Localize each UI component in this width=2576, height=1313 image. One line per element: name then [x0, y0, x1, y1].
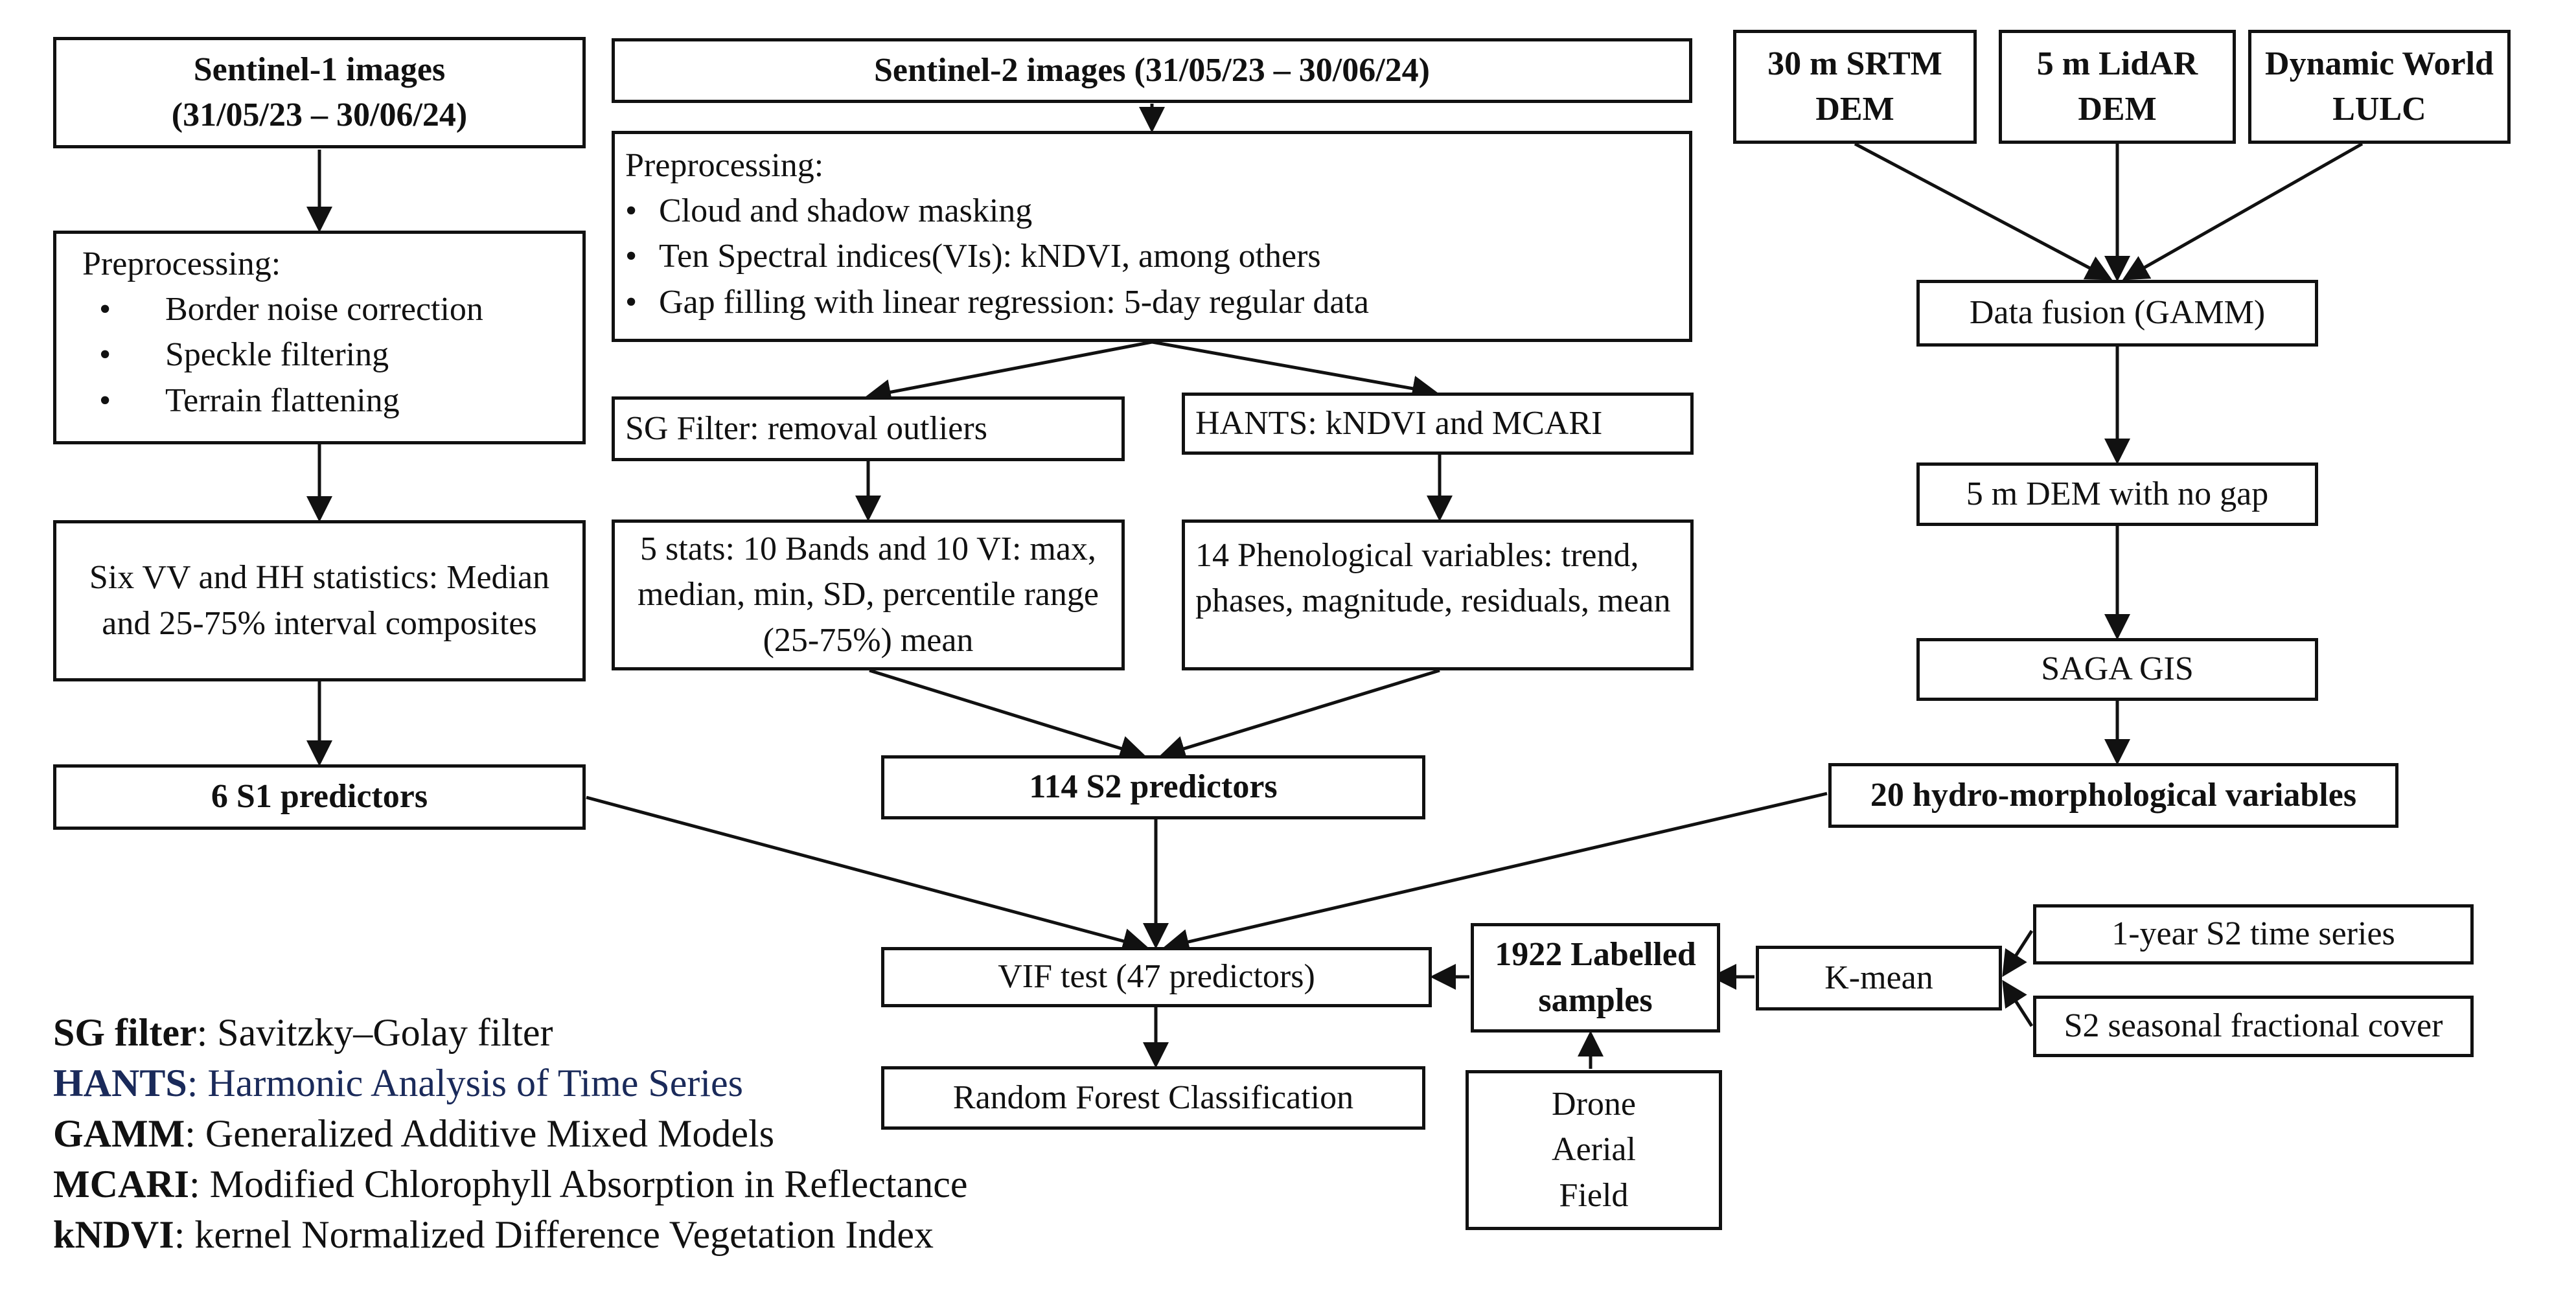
arrow-stats-to-s2-predictors [869, 668, 1146, 761]
legend-term: GAMM [53, 1112, 185, 1155]
legend-row-hants: HANTS: Harmonic Analysis of Time Series [53, 1058, 967, 1108]
srtm-line-2: DEM [1815, 91, 1894, 128]
sentinel-2-images-box: Sentinel-2 images (31/05/23 – 30/06/24) [612, 38, 1692, 103]
legend-term: SG filter [53, 1011, 197, 1054]
list-item: Border noise correction [82, 287, 572, 332]
arrow-phenology-to-s2-predictors [1159, 668, 1440, 761]
labelled-samples-label: 1922 Labelled samples [1495, 936, 1696, 1019]
k-mean-label: K-mean [1824, 959, 1933, 996]
s1-statistics-label: Six VV and HH statistics: Median and 25-… [89, 559, 550, 642]
arrow-srtm-to-fusion [1854, 142, 2113, 280]
s2-time-series-box: 1-year S2 time series [2033, 904, 2474, 965]
s2-predictors-box: 114 S2 predictors [881, 755, 1425, 819]
legend-definition: : Modified Chlorophyll Absorption in Ref… [189, 1163, 968, 1205]
aerial-line: Aerial [1552, 1131, 1636, 1169]
srtm-line-1: 30 m SRTM [1767, 45, 1942, 82]
saga-gis-label: SAGA GIS [2041, 650, 2194, 688]
arrow-s2-preproc-to-hants [1151, 340, 1438, 402]
s1-statistics-box: Six VV and HH statistics: Median and 25-… [53, 520, 586, 681]
list-item: Cloud and shadow masking [625, 188, 1679, 234]
arrow-s1-predictors-to-vif [586, 795, 1149, 954]
legend-term: MCARI [53, 1163, 189, 1205]
s1-images-line-1: Sentinel-1 images [193, 51, 446, 88]
s1-images-line-2: (31/05/23 – 30/06/24) [171, 97, 468, 133]
arrow-hydro-to-vif [1163, 792, 1828, 955]
dynamic-world-line-2: LULC [2332, 91, 2426, 128]
sg-filter-box: SG Filter: removal outliers [612, 396, 1125, 461]
hydro-morphological-label: 20 hydro-morphological variables [1870, 776, 2357, 814]
s2-preprocessing-title: Preprocessing: [625, 147, 824, 184]
s2-images-label: Sentinel-2 images (31/05/23 – 30/06/24) [874, 51, 1430, 89]
lidar-line-1: 5 m LidAR [2036, 45, 2198, 82]
legend-row-mcari: MCARI: Modified Chlorophyll Absorption i… [53, 1159, 967, 1209]
dem-no-gap-label: 5 m DEM with no gap [1966, 475, 2269, 512]
legend-term: kNDVI [53, 1213, 174, 1256]
drone-line: Drone [1552, 1086, 1636, 1123]
list-item: Gap filling with linear regression: 5-da… [625, 280, 1679, 325]
phenological-variables-box: 14 Phenological variables: trend, phases… [1182, 519, 1694, 670]
srtm-dem-box: 30 m SRTM DEM [1733, 30, 1977, 144]
s1-preprocessing-box: Preprocessing: Border noise correction S… [53, 231, 586, 444]
arrow-dynamic-world-to-fusion [2122, 142, 2363, 280]
s2-preprocessing-box: Preprocessing: Cloud and shadow masking … [612, 131, 1692, 342]
sg-filter-label: SG Filter: removal outliers [625, 409, 987, 447]
abbreviation-legend: SG filter: Savitzky–Golay filter HANTS: … [53, 1007, 967, 1260]
s1-preprocessing-list: Border noise correction Speckle filterin… [82, 287, 572, 424]
random-forest-box: Random Forest Classification [881, 1066, 1425, 1130]
random-forest-label: Random Forest Classification [952, 1079, 1354, 1116]
data-fusion-gamm-box: Data fusion (GAMM) [1916, 280, 2318, 347]
arrow-timeseries-to-kmean [2002, 930, 2034, 977]
s2-statistics-label: 5 stats: 10 Bands and 10 VI: max, median… [638, 531, 1099, 659]
hydro-morphological-box: 20 hydro-morphological variables [1828, 763, 2398, 828]
s1-predictors-box: 6 S1 predictors [53, 764, 586, 830]
s2-preprocessing-list: Cloud and shadow masking Ten Spectral in… [625, 188, 1679, 325]
labelled-samples-box: 1922 Labelled samples [1471, 923, 1720, 1033]
s2-time-series-label: 1-year S2 time series [2111, 915, 2395, 953]
vif-test-label: VIF test (47 predictors) [998, 958, 1315, 996]
phenological-variables-label: 14 Phenological variables: trend, phases… [1195, 537, 1671, 620]
s1-preprocessing-title: Preprocessing: [82, 245, 281, 282]
lidar-line-2: DEM [2078, 91, 2157, 128]
dynamic-world-line-1: Dynamic World [2265, 45, 2494, 82]
hants-box: HANTS: kNDVI and MCARI [1182, 393, 1694, 455]
s2-predictors-label: 114 S2 predictors [1029, 768, 1278, 806]
data-fusion-label: Data fusion (GAMM) [1969, 294, 2266, 332]
legend-term: HANTS [53, 1062, 187, 1104]
legend-definition: : Generalized Additive Mixed Models [185, 1112, 775, 1155]
list-item: Terrain flattening [82, 378, 572, 424]
s1-predictors-label: 6 S1 predictors [211, 778, 428, 816]
arrow-fractional-to-kmean [2002, 979, 2034, 1027]
legend-row-gamm: GAMM: Generalized Additive Mixed Models [53, 1108, 967, 1159]
s2-fractional-cover-box: S2 seasonal fractional cover [2033, 996, 2474, 1057]
list-item: Ten Spectral indices(VIs): kNDVI, among … [625, 234, 1679, 279]
lidar-dem-box: 5 m LidAR DEM [1999, 30, 2236, 144]
field-line: Field [1559, 1176, 1629, 1214]
vif-test-box: VIF test (47 predictors) [881, 947, 1432, 1007]
arrow-s2-preproc-to-sg [865, 340, 1153, 405]
k-mean-box: K-mean [1756, 946, 2002, 1010]
s2-fractional-cover-label: S2 seasonal fractional cover [2064, 1007, 2443, 1045]
legend-definition: : Harmonic Analysis of Time Series [187, 1062, 744, 1104]
legend-definition: : Savitzky–Golay filter [196, 1011, 553, 1054]
legend-row-kndvi: kNDVI: kernel Normalized Difference Vege… [53, 1209, 967, 1260]
s2-statistics-box: 5 stats: 10 Bands and 10 VI: max, median… [612, 519, 1125, 670]
legend-definition: : kernel Normalized Difference Vegetatio… [174, 1213, 934, 1256]
sentinel-1-images-box: Sentinel-1 images (31/05/23 – 30/06/24) [53, 37, 586, 148]
dem-no-gap-box: 5 m DEM with no gap [1916, 462, 2318, 526]
saga-gis-box: SAGA GIS [1916, 638, 2318, 701]
list-item: Speckle filtering [82, 332, 572, 378]
legend-row-sg-filter: SG filter: Savitzky–Golay filter [53, 1007, 967, 1058]
hants-label: HANTS: kNDVI and MCARI [1195, 404, 1603, 442]
